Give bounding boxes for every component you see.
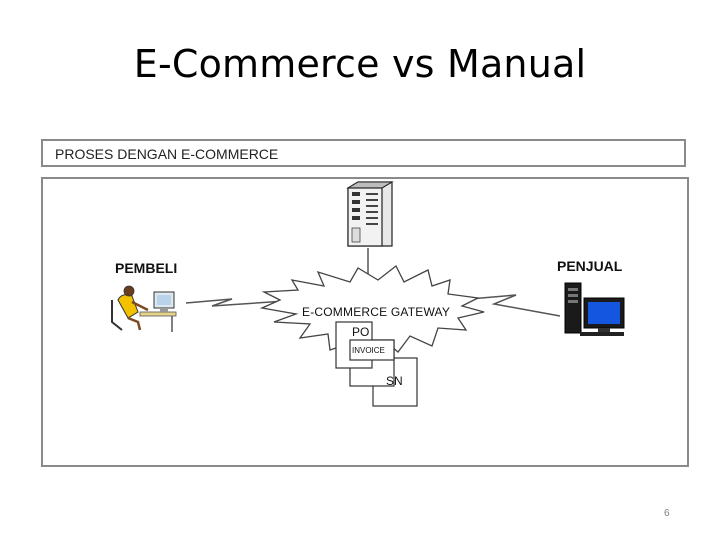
buyer-label: PEMBELI [115,260,178,276]
server-icon [346,181,394,282]
doc-sn-label: SN [386,374,403,388]
page-number: 6 [664,508,670,519]
doc-invoice-label: INVOICE [352,346,385,355]
gateway-cloud-shape [259,265,485,357]
process-header-text: PROSES DENGAN E-COMMERCE [55,146,279,162]
seller-label: PENJUAL [557,258,623,274]
buyer-person-at-computer-icon [111,285,177,332]
process-header-box: PROSES DENGAN E-COMMERCE [41,139,686,167]
seller-computer-icon [564,282,625,336]
doc-po-label: PO [352,325,370,339]
buyer-connection-line [185,298,301,307]
gateway-label: E-COMMERCE GATEWAY [302,305,451,319]
seller-connection-line [457,294,561,317]
slide-title: E-Commerce vs Manual [133,42,587,86]
documents-stack [335,321,418,407]
